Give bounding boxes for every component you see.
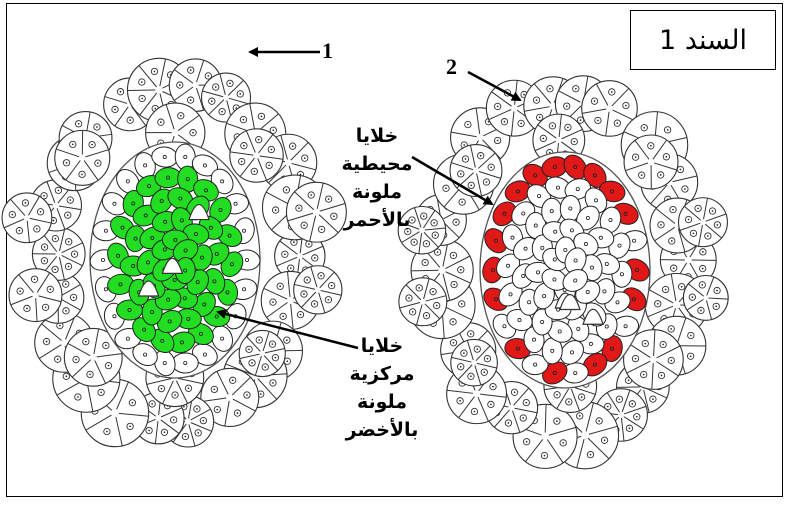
central-line-3: ملونة [356,391,408,413]
islet-cell [522,163,548,187]
islet-cell [533,282,555,310]
central-line-2: مركزية [349,363,415,385]
acinus [200,367,260,428]
islet-cell [562,269,588,292]
peripheral-line-3: ملونة [351,181,403,203]
central-line-1: خلايا [360,335,404,357]
figure-frame [6,3,783,497]
acinus [450,338,498,387]
arrow-central [216,309,359,350]
peripheral-line-2: محيطية [341,153,413,175]
capillary [161,257,184,275]
islet-cell [593,278,616,305]
acinus [238,329,286,378]
left-islet-green [1,57,347,448]
capillary [559,293,581,311]
islet-cell [150,188,174,214]
acinus [293,265,343,315]
acinus [449,144,503,198]
capillary [137,280,160,297]
acinus [63,327,123,387]
islet-cell [541,156,569,178]
capillary [188,203,210,221]
acinus [682,274,729,321]
peripheral-cells-label: خلايا محيطية ملونة بالأحمر [335,122,419,234]
label-1: 1 [322,38,333,63]
islet-cell [192,343,218,366]
islet-cell [541,197,563,225]
label-2: 2 [446,54,457,79]
capillary [582,308,604,325]
acinus [229,128,284,183]
arrow-peripheral [411,155,494,206]
islet-cell [171,352,199,374]
acinus [1,192,53,244]
arrows [216,47,522,350]
acinus [54,129,111,186]
arrow-2 [467,70,522,102]
islet-cell [563,154,587,180]
acinus [623,329,684,390]
peripheral-line-4: بالأحمر [343,209,411,231]
acinus [581,80,638,137]
acinus [397,205,447,255]
right-islet-red [397,75,729,470]
peripheral-line-1: خلايا [355,125,399,147]
acinus [398,277,448,327]
central-line-4: بالأخضر [345,419,419,441]
central-cells-label: خلايا مركزية ملونة بالأخضر [340,332,424,444]
islet-cell [582,352,608,377]
islet-cell [521,354,549,376]
islet-cell [157,309,183,334]
acinus [8,268,63,323]
acinus [677,197,728,248]
acinus [285,181,347,243]
islet-cell [564,178,591,200]
islet-cell [542,361,568,385]
islet-cell [560,340,584,365]
islet-cell [182,223,210,245]
acinus [623,134,679,190]
islet-cell [116,168,140,194]
islet-cell [132,343,158,367]
document-label: السند 1 [630,10,776,70]
